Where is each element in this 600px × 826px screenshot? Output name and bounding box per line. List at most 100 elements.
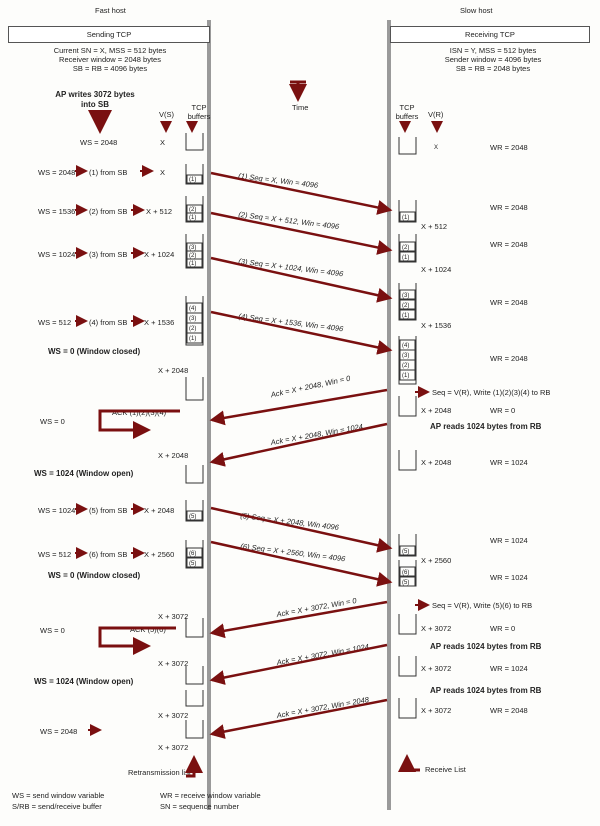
ack-segment-arrow xyxy=(209,600,388,639)
receiver-vr: X + 1024 xyxy=(421,265,452,274)
window-open-1: WS = 1024 (Window open) xyxy=(34,469,134,478)
sender-action: (6) from SB xyxy=(89,550,128,559)
sender-ws: WS = 0 xyxy=(40,626,65,635)
sender-buffer xyxy=(185,618,204,638)
receiver-wr: WR = 2048 xyxy=(490,143,528,152)
buffer-slot-label: (1) xyxy=(402,313,409,319)
receiver-vr: X + 3072 xyxy=(421,706,452,715)
vr-heading: V(R) xyxy=(428,110,444,119)
fast-host-label: Fast host xyxy=(95,6,126,15)
heading-line: TCP xyxy=(399,103,415,112)
receiver-wr: WR = 1024 xyxy=(490,536,528,545)
receiver-write-note: Seq = V(R), Write (1)(2)(3)(4) to RB xyxy=(432,388,551,397)
buffer-slot-label: (2) xyxy=(402,303,409,309)
sender-buffer xyxy=(185,465,204,484)
receiver-buffer xyxy=(398,234,417,263)
ap-reads-note: AP reads 1024 bytes from RB xyxy=(430,642,542,651)
receiver-param-line: ISN = Y, MSS = 512 bytes xyxy=(449,46,537,55)
buffer-slot-label: (6) xyxy=(402,570,409,576)
receiver-wr: WR = 2048 xyxy=(490,354,528,363)
segment-arrow xyxy=(210,310,393,355)
receiver-param-line: SB = RB = 2048 bytes xyxy=(455,64,531,73)
ap-reads-note: AP reads 1024 bytes from RB xyxy=(430,686,542,695)
sender-vs: X + 2048 xyxy=(158,366,189,375)
sender-buffer xyxy=(185,666,204,685)
ap-writes-line: AP writes 3072 bytes xyxy=(55,90,135,99)
buffer-slot-label: (1) xyxy=(402,373,409,379)
buffer-slot-label: (1) xyxy=(402,215,409,221)
heading-line: TCP xyxy=(191,103,207,112)
sender-ws: WS = 1024 xyxy=(38,506,76,515)
sender-action: (1) from SB xyxy=(89,168,128,177)
sender-buffer xyxy=(185,164,204,185)
receiver-vr: X + 3072 xyxy=(421,664,452,673)
ack-segment-arrow xyxy=(209,422,388,467)
ack-segment-arrow xyxy=(209,643,388,685)
receiver-timeline xyxy=(387,20,391,810)
segment-arrow xyxy=(210,506,393,553)
receiver-buffer xyxy=(398,656,417,677)
buffer-slot-label: (3) xyxy=(189,245,196,251)
sender-buffer xyxy=(185,234,204,269)
segment-arrow xyxy=(210,211,393,255)
sender-ws: WS = 512 xyxy=(38,318,72,327)
sender-ws: WS = 2048 xyxy=(80,138,118,147)
buffer-slot-label: (5) xyxy=(402,549,409,555)
receiver-buffer xyxy=(398,450,417,471)
buffer-slot-label: (2) xyxy=(402,363,409,369)
legend-sn: SN = sequence number xyxy=(160,802,240,811)
sender-vs: X + 512 xyxy=(146,207,173,216)
receiver-vr: X + 2048 xyxy=(421,406,452,415)
receiver-buffer xyxy=(398,200,417,223)
sender-ws: WS = 1536 xyxy=(38,207,76,216)
sender-ws: WS = 0 xyxy=(40,417,65,426)
receiving-tcp-box: Receiving TCP xyxy=(390,26,590,43)
vs-heading: V(S) xyxy=(159,110,174,119)
sender-param-line: SB = RB = 4096 bytes xyxy=(72,64,148,73)
buffer-slot-label: (5) xyxy=(402,580,409,586)
receiver-wr: WR = 2048 xyxy=(490,706,528,715)
receiver-write-note: Seq = V(R), Write (5)(6) to RB xyxy=(432,601,533,610)
ack-segment-arrow xyxy=(209,698,388,739)
buffer-slot-label: (2) xyxy=(189,253,196,259)
ap-writes-note: AP writes 3072 bytes into SB xyxy=(40,90,150,110)
sender-vs: X + 2048 xyxy=(158,451,189,460)
receiver-buffer xyxy=(398,336,417,385)
receiver-buffer xyxy=(398,698,417,719)
segment-arrow xyxy=(210,256,393,303)
receiver-vr: X + 1536 xyxy=(421,321,452,330)
buffer-slot-label: (1) xyxy=(189,336,196,342)
sending-tcp-box: Sending TCP xyxy=(8,26,210,43)
buffer-slot-label: (2) xyxy=(189,207,196,213)
legend-ws: WS = send window variable xyxy=(12,791,105,800)
receiver-buffer xyxy=(398,534,417,557)
buffer-slot-label: (1) xyxy=(189,215,196,221)
sender-buffer xyxy=(185,296,204,346)
buffer-slot-label: (5) xyxy=(189,514,196,520)
sender-buffer xyxy=(185,377,204,401)
tcp-buffers-sender-heading: TCP buffers xyxy=(184,103,214,121)
sender-ws: WS = 2048 xyxy=(40,727,78,736)
segment-arrow xyxy=(210,171,393,215)
sender-buffer xyxy=(185,690,204,707)
receiver-wr: WR = 2048 xyxy=(490,298,528,307)
heading-line: buffers xyxy=(395,112,419,121)
sender-vs: X + 3072 xyxy=(158,743,189,752)
sender-timeline xyxy=(207,20,211,810)
sender-buffer xyxy=(185,133,204,151)
legend-wr: WR = receive window variable xyxy=(160,791,261,800)
receiver-wr: WR = 1024 xyxy=(490,458,528,467)
buffer-slot-label: (6) xyxy=(189,551,196,557)
receiver-buffer xyxy=(398,283,417,321)
receiver-buffer xyxy=(398,614,417,635)
buffer-slot-label: (2) xyxy=(402,245,409,251)
sender-vs: X + 3072 xyxy=(158,612,189,621)
window-closed-1: WS = 0 (Window closed) xyxy=(48,347,141,356)
sender-buffer xyxy=(185,500,204,522)
receive-list-label: Receive List xyxy=(425,765,466,774)
ack-arrow xyxy=(98,409,180,439)
receiver-vr: X + 2048 xyxy=(421,458,452,467)
sender-buffer xyxy=(185,196,204,223)
sender-buffer xyxy=(185,540,204,569)
sender-param-line: Current SN = X, MSS = 512 bytes xyxy=(53,46,167,55)
